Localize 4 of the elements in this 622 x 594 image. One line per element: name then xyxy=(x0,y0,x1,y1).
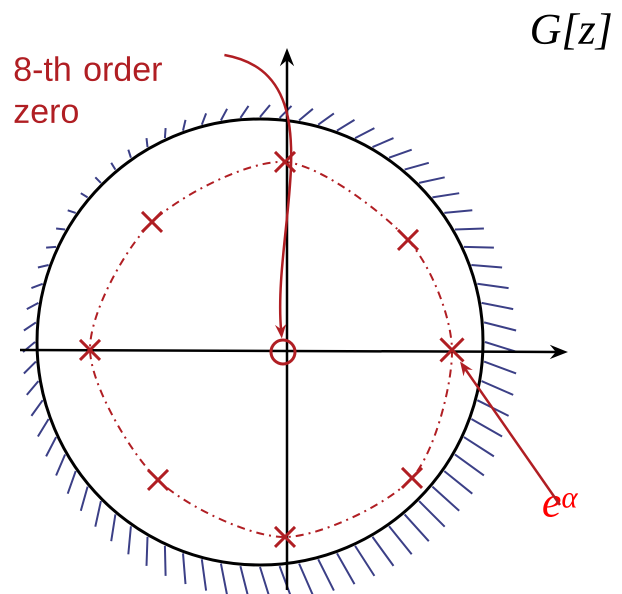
plot-title: G[z] xyxy=(532,13,611,50)
annotation-text: 8-th order zero xyxy=(14,56,162,124)
zero-marker xyxy=(270,338,296,366)
pole-cross xyxy=(439,337,465,363)
